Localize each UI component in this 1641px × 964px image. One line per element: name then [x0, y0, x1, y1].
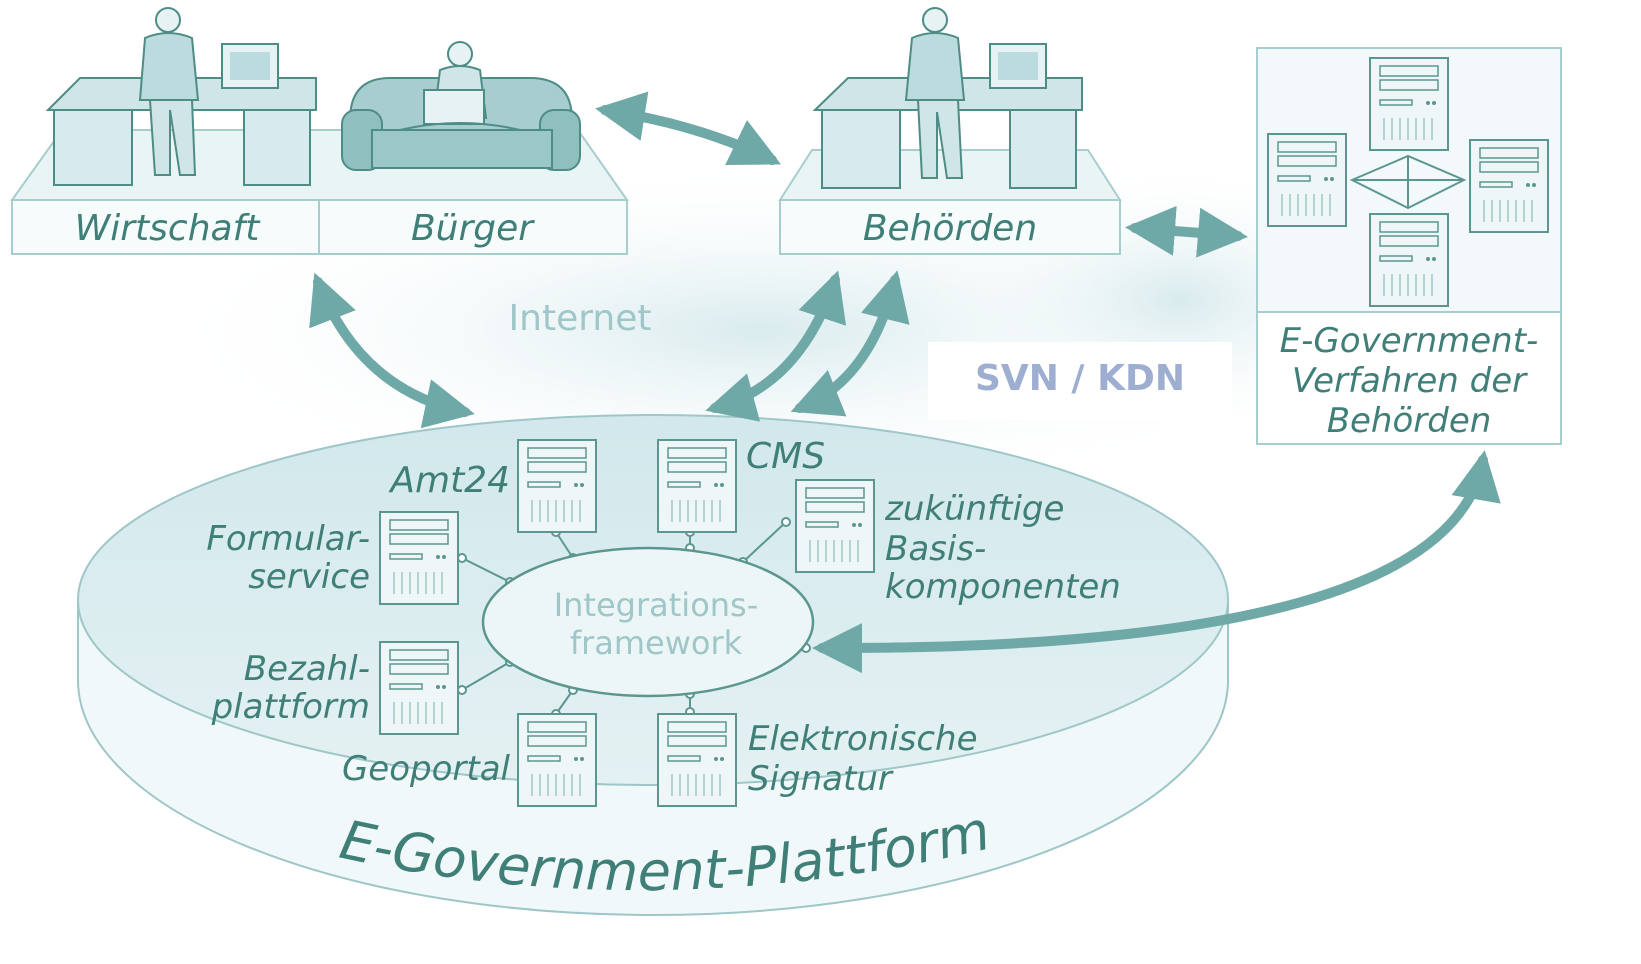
server-basis-icon: [795, 479, 875, 573]
server-icon: [1267, 133, 1347, 227]
agency-procedures-box: [1256, 47, 1562, 445]
label-geoportal: Geoportal: [342, 749, 511, 789]
server-icon: [1469, 139, 1549, 233]
label-bezahl-line1: Bezahl-: [244, 649, 370, 689]
integrations-framework-ellipse: [481, 546, 815, 698]
server-bezahl-icon: [379, 641, 459, 735]
arrow-internet-behoerden: [595, 91, 781, 166]
arrow-verfahren-framework: [812, 450, 1501, 674]
citizen-sofa-icon: [341, 41, 581, 171]
label-amt24: Amt24: [388, 460, 510, 501]
arrow-behoerden-platform-2: [790, 270, 910, 417]
svn-label-box: [928, 342, 1232, 420]
office-worker-icon: [45, 7, 317, 186]
server-amt24-icon: [517, 439, 597, 533]
official-worker-icon: [812, 7, 1083, 189]
label-integrations-line2: framework: [570, 624, 743, 662]
label-zukuenftige-line2: Basis-: [885, 529, 986, 569]
label-egov-verfahren-line3: Behörden: [1327, 401, 1492, 441]
framework-spokes: [461, 521, 787, 715]
label-zukuenftige-line3: komponenten: [885, 567, 1121, 607]
label-cms: CMS: [746, 436, 825, 477]
label-zukuenftige-line1: zukünftige: [884, 489, 1064, 529]
label-buerger: Bürger: [411, 208, 535, 249]
server-formular-icon: [379, 511, 459, 605]
label-formular-line2: service: [248, 557, 370, 597]
arrow-behoerden-verfahren: [1125, 205, 1248, 258]
server-icon: [1369, 213, 1449, 307]
arrow-wirtschaft-platform: [309, 272, 475, 429]
label-integrations-line1: Integrations-: [554, 586, 759, 624]
server-icon: [1369, 57, 1449, 151]
label-internet: Internet: [509, 298, 652, 339]
label-svn-kdn: SVN / KDN: [975, 358, 1185, 399]
label-signatur-line2: Signatur: [748, 759, 894, 799]
label-behoerden: Behörden: [863, 208, 1037, 249]
label-egov-verfahren-line2: Verfahren der: [1292, 361, 1528, 401]
server-geoportal-icon: [517, 713, 597, 807]
server-cms-icon: [657, 439, 737, 533]
label-signatur-line1: Elektronische: [748, 719, 978, 759]
label-wirtschaft: Wirtschaft: [75, 208, 262, 249]
server-signatur-icon: [657, 713, 737, 807]
label-egov-verfahren-line1: E-Government-: [1280, 321, 1539, 361]
connection-arrows: [309, 91, 1501, 674]
label-bezahl-line2: plattform: [211, 687, 370, 727]
label-formular-line1: Formular-: [206, 519, 370, 559]
